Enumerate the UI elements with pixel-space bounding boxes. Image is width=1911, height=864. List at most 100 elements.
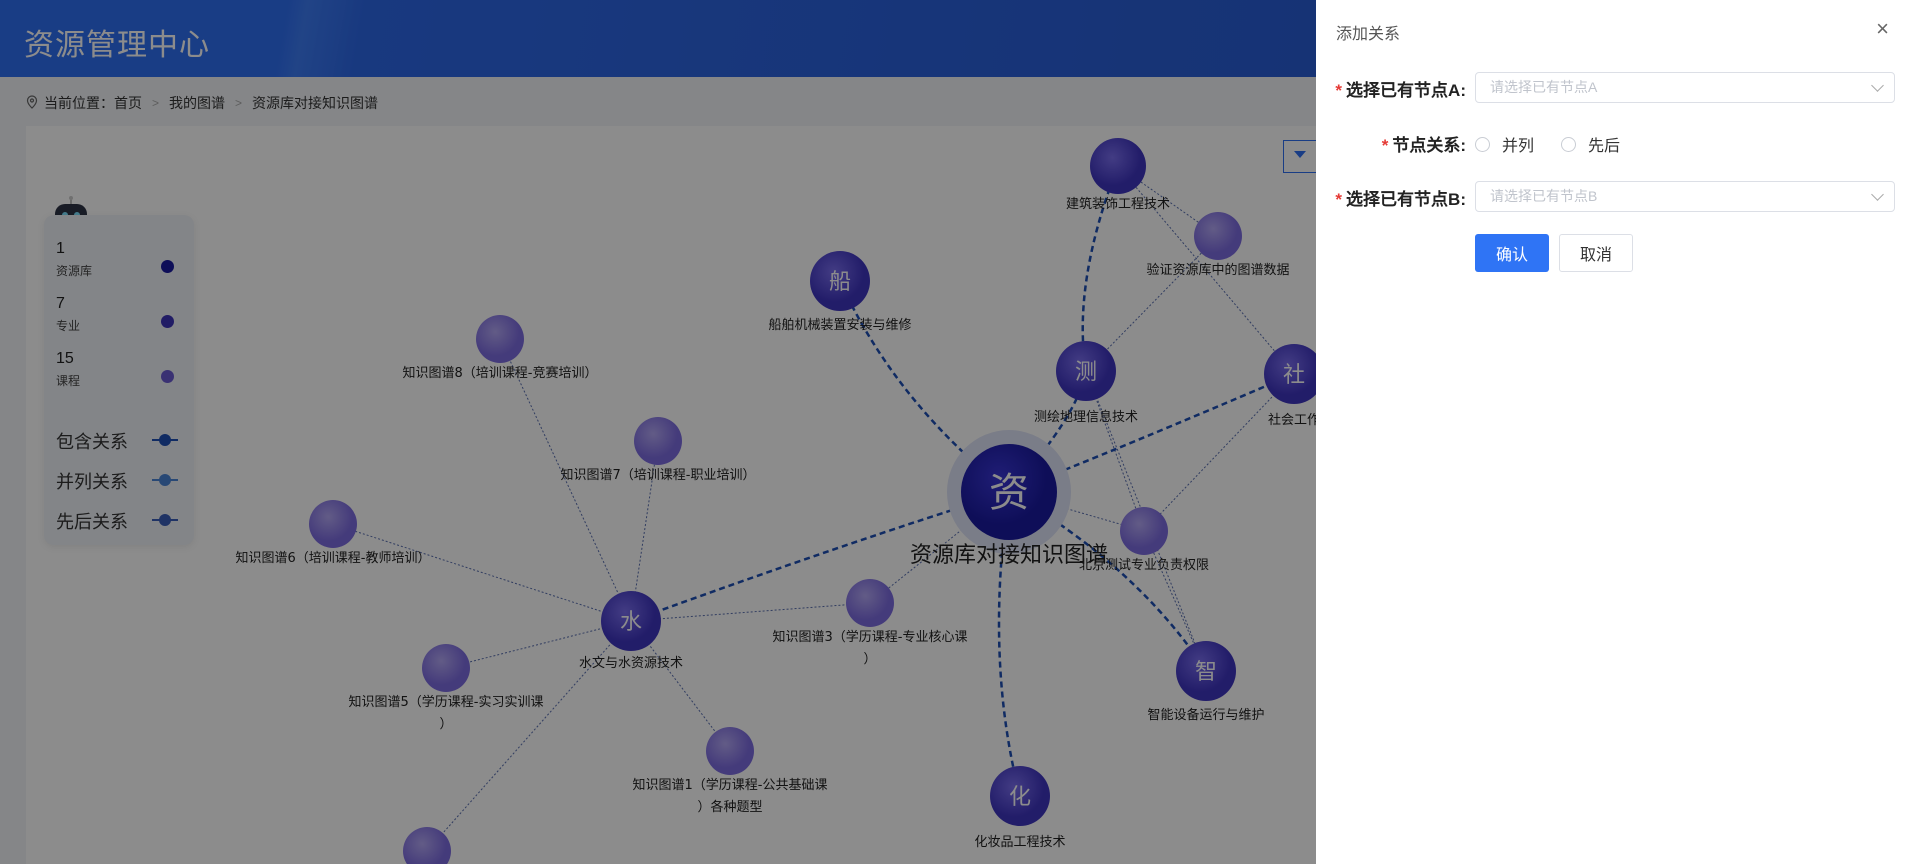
graph-node-k5[interactable]: 知识图谱5（学历课程-实习实训课 ） — [349, 644, 544, 732]
drawer-title: 添加关系 — [1336, 26, 1401, 43]
node-char: 资 — [989, 470, 1029, 516]
graph-node-kb[interactable] — [403, 827, 451, 864]
breadcrumb: 当前位置： 首页 > 我的图谱 > 资源库对接知识图谱 — [26, 93, 378, 113]
breadcrumb-home[interactable]: 首页 — [114, 95, 142, 111]
node-circle[interactable] — [1264, 344, 1316, 404]
node-char: 水 — [620, 610, 642, 635]
relation-label: *节点关系: — [1381, 136, 1466, 155]
node-char: 智 — [1195, 660, 1217, 685]
course-dot-icon — [161, 370, 174, 383]
node-circle[interactable] — [846, 579, 894, 627]
node-circle[interactable] — [1176, 641, 1236, 701]
confirm-button[interactable]: 确认 — [1475, 234, 1549, 272]
graph-nodes[interactable]: 资资源库对接知识图谱建筑装饰工程技术验证资源库中的图谱数据船船舶机械装置安装与维… — [236, 138, 1316, 864]
chevron-down-icon — [1871, 188, 1884, 201]
parallel-relation-icon — [152, 474, 178, 486]
node-label: 知识图谱6（培训课程-教师培训） — [236, 550, 431, 566]
chevron-down-icon — [1871, 79, 1884, 92]
node-char: 化 — [1009, 785, 1031, 810]
breadcrumb-prefix: 当前位置： — [44, 95, 114, 111]
node-circle[interactable] — [403, 827, 451, 864]
node-label: 社会工作 — [1268, 412, 1316, 428]
node-label: 水文与水资源技术 — [579, 656, 683, 671]
node-circle[interactable] — [1056, 341, 1116, 401]
caret-down-icon — [1294, 151, 1306, 158]
node-label: 智能设备运行与维护 — [1147, 707, 1264, 723]
knowledge-graph[interactable]: 资资源库对接知识图谱建筑装饰工程技术验证资源库中的图谱数据船船舶机械装置安装与维… — [26, 126, 1316, 864]
graph-node-k3[interactable]: 知识图谱3（学历课程-专业核心课 ） — [773, 579, 968, 667]
node-circle[interactable] — [422, 644, 470, 692]
graph-node-k1[interactable]: 知识图谱1（学历课程-公共基础课）各种题型 — [633, 727, 828, 815]
legend-relation-parallel: 并列关系 — [56, 472, 128, 492]
breadcrumb-current: 资源库对接知识图谱 — [252, 95, 379, 111]
radio-circle[interactable] — [1561, 136, 1576, 152]
edge-center-zn — [1008, 490, 1208, 672]
major-dot-icon — [161, 315, 174, 328]
graph-node-k6[interactable]: 知识图谱6（培训课程-教师培训） — [236, 500, 431, 566]
node-circle[interactable] — [1120, 507, 1168, 555]
legend-relation-contain: 包含关系 — [56, 432, 128, 452]
location-pin-icon — [26, 94, 38, 112]
node-char: 测 — [1075, 360, 1097, 385]
node-label: 测绘地理信息技术 — [1034, 409, 1138, 425]
legend-count-major: 7 专业 — [56, 295, 186, 334]
legend-count-course: 15 课程 — [56, 350, 186, 389]
node-circle[interactable] — [1090, 138, 1146, 194]
modal-overlay[interactable] — [0, 0, 1316, 864]
node-circle[interactable] — [476, 315, 524, 363]
node-circle[interactable] — [1194, 212, 1242, 260]
close-icon[interactable]: × — [1876, 16, 1889, 41]
node-label: 知识图谱8（培训课程-竞赛培训） — [403, 365, 598, 381]
node-label: 验证资源库中的图谱数据 — [1146, 262, 1289, 278]
node-circle[interactable] — [706, 727, 754, 775]
node-b-select[interactable]: 请选择已有节点B — [1475, 181, 1895, 212]
node-label: 化妆品工程技术 — [974, 835, 1065, 850]
node-circle[interactable] — [810, 251, 870, 311]
edge-jz-sh — [1117, 165, 1295, 375]
node-label: 知识图谱5（学历课程-实习实训课 — [349, 694, 544, 710]
legend-count-resource: 1 资源库 — [56, 240, 186, 279]
node-char: 船 — [829, 270, 851, 295]
graph-options-dropdown[interactable] — [1283, 140, 1317, 173]
node-circle[interactable] — [961, 444, 1057, 540]
graph-legend: 1 资源库 7 专业 15 课程 包含关系 并列关系 先后关系 — [44, 215, 194, 545]
node-char: 社 — [1283, 363, 1305, 388]
edge-sw-k1 — [630, 620, 731, 752]
node-label: 船舶机械装置安装与维修 — [768, 317, 911, 333]
graph-node-yz[interactable]: 验证资源库中的图谱数据 — [1146, 212, 1290, 278]
node-circle[interactable] — [634, 417, 682, 465]
chevron-right-icon: > — [235, 96, 243, 110]
node-circle[interactable] — [990, 766, 1050, 826]
node-label: 知识图谱1（学历课程-公共基础课 — [633, 777, 828, 793]
edge-sw-k6 — [332, 523, 632, 622]
node-circle[interactable] — [601, 591, 661, 651]
chevron-right-icon: > — [152, 96, 160, 110]
node-a-select[interactable]: 请选择已有节点A — [1475, 72, 1895, 103]
node-a-label: *选择已有节点A: — [1335, 81, 1466, 100]
graph-node-k8[interactable]: 知识图谱8（培训课程-竞赛培训） — [403, 315, 598, 381]
radio-circle[interactable] — [1475, 136, 1490, 152]
node-label: 知识图谱3（学历课程-专业核心课 — [773, 629, 968, 645]
edge-yz-ch — [1085, 235, 1219, 372]
graph-node-wj[interactable]: 北京测试专业负责权限 — [1079, 507, 1209, 573]
relation-option-sequence[interactable]: 先后 — [1561, 132, 1620, 156]
breadcrumb-my-graph[interactable]: 我的图谱 — [169, 95, 226, 111]
relation-option-parallel[interactable]: 并列 — [1475, 132, 1534, 156]
node-circle[interactable] — [309, 500, 357, 548]
graph-node-k7[interactable]: 知识图谱7（培训课程-职业培训） — [561, 417, 756, 483]
node-label: ） — [439, 717, 452, 732]
add-relation-drawer: 添加关系 × *选择已有节点A: 请选择已有节点A *节点关系: 并列 先后 *… — [1316, 0, 1911, 864]
edge-sh-wj — [1143, 373, 1295, 532]
graph-node-jz[interactable]: 建筑装饰工程技术 — [1066, 138, 1170, 212]
cancel-button[interactable]: 取消 — [1559, 234, 1633, 272]
app-title: 资源管理中心 — [24, 29, 210, 62]
contain-relation-icon — [152, 434, 178, 446]
node-label: ） — [863, 652, 876, 667]
